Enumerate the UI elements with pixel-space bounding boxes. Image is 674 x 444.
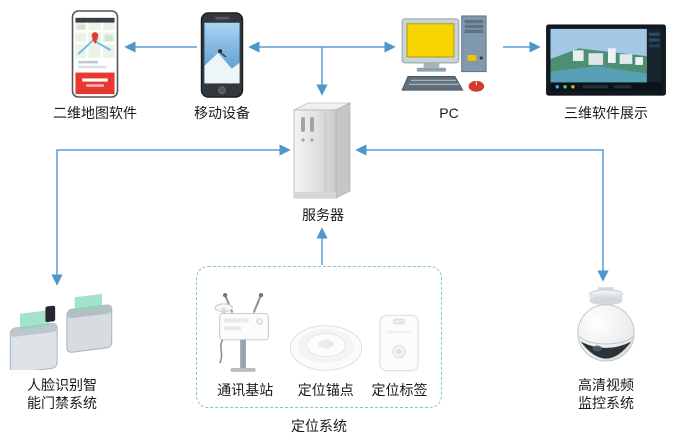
- node-base-station: 通讯基站: [205, 279, 285, 399]
- node-positioning-tag: 定位标签: [366, 279, 433, 399]
- node-map-software: 二维地图软件: [36, 8, 154, 122]
- base-station-label: 通讯基站: [217, 381, 274, 398]
- positioning-anchor-label: 定位锚点: [297, 381, 354, 398]
- node-pc: PC: [394, 8, 504, 122]
- pc-label: PC: [439, 105, 459, 121]
- node-positioning-anchor: 定位锚点: [285, 279, 365, 399]
- positioning-system-box: 通讯基站 定位锚点: [196, 266, 442, 408]
- access-control-label-line1: 人脸识别智: [27, 377, 97, 393]
- node-mobile-device: 移动设备: [176, 8, 268, 122]
- smartphone-icon: [200, 8, 244, 98]
- mobile-device-label: 移动设备: [194, 105, 250, 121]
- positioning-system-label: 定位系统: [291, 418, 347, 434]
- 3d-display-label: 三维软件展示: [564, 105, 648, 121]
- map-phone-icon: [71, 8, 119, 98]
- anchor-disc-icon: [287, 319, 365, 375]
- turnstile-gate-icon: [6, 290, 118, 370]
- server-tower-icon: [288, 96, 358, 200]
- tag-card-icon: [377, 313, 421, 375]
- access-control-label: 人脸识别智 能门禁系统: [27, 376, 97, 412]
- hd-camera-label-line1: 高清视频: [578, 377, 634, 393]
- connector-server-access: [51, 144, 291, 286]
- desktop-computer-icon: [400, 8, 498, 98]
- base-station-icon: [211, 291, 279, 375]
- node-server: 服务器: [275, 96, 371, 224]
- node-hd-camera: 高清视频 监控系统: [566, 286, 646, 412]
- dome-camera-icon: [573, 286, 639, 370]
- node-3d-display: 三维软件展示: [544, 8, 668, 122]
- positioning-tag-label: 定位标签: [371, 381, 428, 398]
- map-software-label: 二维地图软件: [53, 105, 137, 121]
- hd-camera-label: 高清视频 监控系统: [578, 376, 634, 412]
- node-access-control: 人脸识别智 能门禁系统: [2, 290, 122, 412]
- server-label: 服务器: [302, 207, 344, 223]
- 3d-monitor-icon: [545, 8, 667, 98]
- connector-server-camera: [355, 144, 609, 282]
- access-control-label-line2: 能门禁系统: [27, 395, 97, 412]
- hd-camera-label-line2: 监控系统: [578, 395, 634, 412]
